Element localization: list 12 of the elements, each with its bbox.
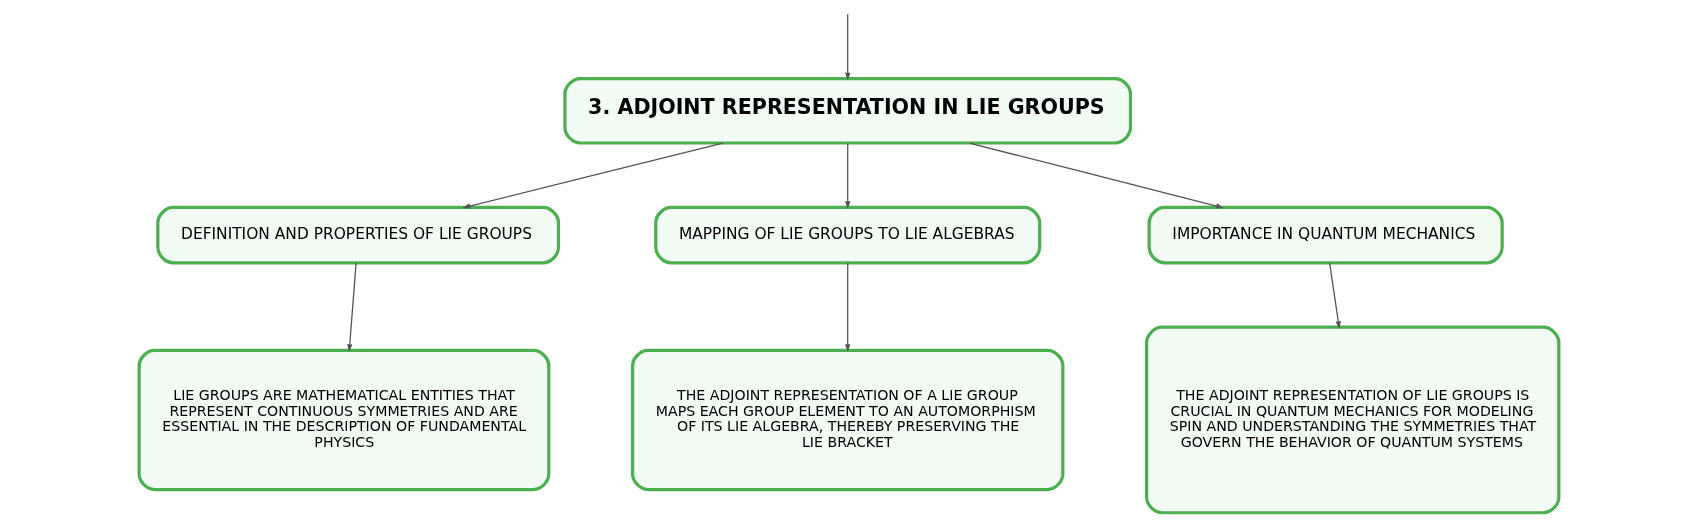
- arrow: [347, 262, 357, 352]
- arrow: [1328, 262, 1341, 330]
- node-box: LIE GROUPS ARE MATHEMATICAL ENTITIES THAT REPRESENT CONTINUOUS SYMMETRIES AND ARE ESSENTIAL IN THE DESCRIPTION OF FUNDAMENTAL PHYSICS: [137, 348, 551, 492]
- arrow: [845, 262, 851, 352]
- arrow: [968, 142, 1224, 209]
- arrow: [845, 13, 851, 81]
- node-box: MAPPING OF LIE GROUPS TO LIE ALGEBRAS: [654, 205, 1042, 265]
- arrow: [845, 142, 851, 210]
- arrow: [462, 142, 724, 209]
- node-box: 3. ADJOINT REPRESENTATION IN LIE GROUPS: [563, 77, 1133, 145]
- node-box: THE ADJOINT REPRESENTATION OF A LIE GROUP MAPS EACH GROUP ELEMENT TO AN AUTOMORPHISM OF ITS LIE ALGEBRA, THEREBY PRESERVING THE LIE BRACKET: [630, 348, 1065, 492]
- node-box: THE ADJOINT REPRESENTATION OF LIE GROUPS IS CRUCIAL IN QUANTUM MECHANICS FOR MODELING SPIN AND UNDERSTANDING THE SYMMETRIES THAT GOVERN THE BEHAVIOR OF QUANTUM SYSTEMS: [1145, 325, 1561, 515]
